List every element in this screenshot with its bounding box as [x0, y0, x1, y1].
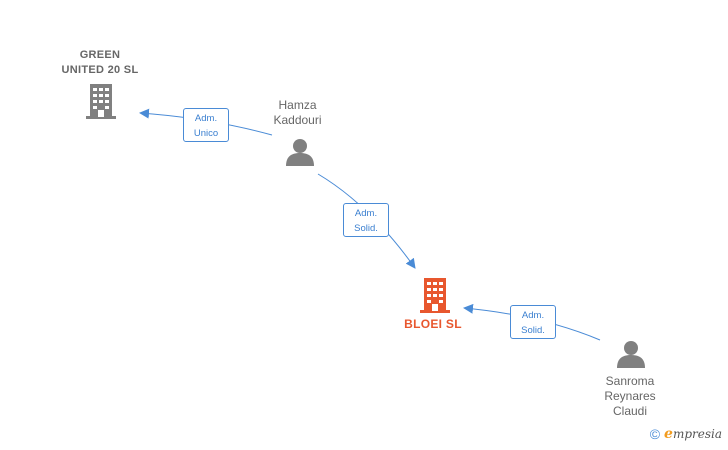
role-badge-adm-solid[interactable]: Adm. Solid. [343, 203, 389, 237]
role-line1: Adm. [521, 310, 545, 321]
person-name-line1: Hamza [278, 98, 317, 112]
role-line1: Adm. [194, 113, 218, 124]
company-name-line2: UNITED 20 SL [61, 64, 139, 76]
company-name-line1: GREEN [79, 49, 121, 61]
company-green-united-label[interactable]: GREEN UNITED 20 SL [40, 48, 160, 78]
brand-logo: empresia [664, 426, 722, 442]
person-hamza-label[interactable]: Hamza Kaddouri [250, 98, 345, 128]
person-name-line2: Reynares [604, 389, 656, 403]
role-line1: Adm. [354, 208, 378, 219]
role-line2: Unico [193, 128, 219, 139]
company-name-line1: BLOEI SL [404, 317, 462, 331]
person-name-line2: Kaddouri [273, 113, 322, 127]
building-icon[interactable] [418, 277, 452, 313]
role-line2: Solid. [354, 223, 378, 234]
person-icon[interactable] [616, 340, 646, 368]
copyright-icon: © [649, 426, 661, 442]
person-sanroma-label[interactable]: Sanroma Reynares Claudi [584, 374, 676, 419]
role-line2: Solid. [521, 325, 545, 336]
building-icon[interactable] [84, 83, 118, 119]
company-bloei-label[interactable]: BLOEI SL [385, 317, 481, 332]
brand-watermark: © empresia [650, 426, 722, 442]
role-badge-adm-unico[interactable]: Adm. Unico [183, 108, 229, 142]
person-icon[interactable] [285, 138, 315, 166]
person-name-line3: Claudi [612, 404, 648, 418]
person-name-line1: Sanroma [605, 374, 655, 388]
role-badge-adm-solid[interactable]: Adm. Solid. [510, 305, 556, 339]
